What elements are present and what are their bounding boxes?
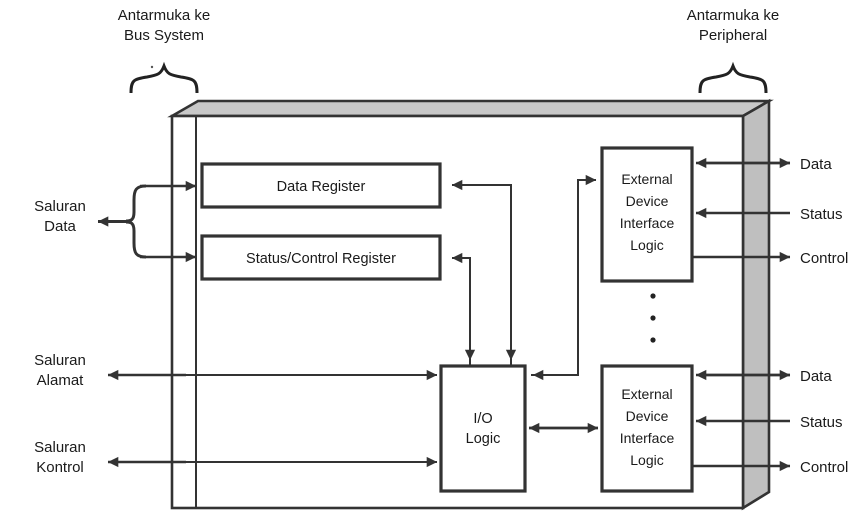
header-peripheral-line2: Peripheral	[699, 27, 767, 44]
edil-bottom-label-line4: Logic	[630, 452, 663, 468]
peripheral-bottom-label-control: Control	[800, 459, 848, 476]
bus-label-control-line2: Kontrol	[36, 459, 84, 476]
status-control-register-box[interactable]	[200, 234, 442, 281]
io-logic-label-line2: Logic	[466, 431, 501, 447]
bus-label-control-line1: Saluran	[34, 439, 86, 456]
bus-label-data-line1: Saluran	[34, 198, 86, 215]
peripheral-brace	[698, 61, 768, 94]
header-bus-system-line2: Bus System	[124, 27, 204, 44]
bus-label-address-line2: Alamat	[37, 372, 85, 389]
edil-top-label-line4: Logic	[630, 237, 663, 253]
data-register-label: Data Register	[277, 179, 366, 195]
edil-bottom-label-line1: External	[621, 386, 672, 402]
peripheral-bottom-label-status: Status	[800, 414, 843, 431]
edil-top-label-line2: Device	[626, 193, 669, 209]
edil-bottom-label-line2: Device	[626, 408, 669, 424]
ellipsis-dots	[650, 293, 656, 343]
header-peripheral-line1: Antarmuka ke	[687, 7, 780, 24]
peripheral-bottom-label-data: Data	[800, 368, 832, 385]
data-register-box[interactable]	[200, 162, 442, 209]
peripheral-top-label-status: Status	[800, 206, 843, 223]
enclosure-top-face	[167, 99, 774, 118]
external-device-interface-logic-top-box[interactable]	[600, 146, 694, 283]
status-control-register-label: Status/Control Register	[246, 251, 396, 267]
bus-label-data-line2: Data	[44, 218, 76, 235]
io-logic-label-line1: I/O	[473, 411, 492, 427]
bus-system-brace	[129, 61, 199, 94]
peripheral-top-label-control: Control	[800, 250, 848, 267]
io-logic-box[interactable]	[439, 364, 527, 493]
external-device-interface-logic-bottom-box[interactable]	[600, 364, 694, 493]
edil-bottom-label-line3: Interface	[620, 430, 675, 446]
header-bus-system-line1: Antarmuka ke	[118, 7, 211, 24]
edil-top-label-line1: External	[621, 171, 672, 187]
edil-top-label-line3: Interface	[620, 215, 675, 231]
peripheral-top-label-data: Data	[800, 156, 832, 173]
data-bus-fork	[125, 184, 147, 259]
brace-tick-dot	[150, 65, 154, 69]
bus-label-address-line1: Saluran	[34, 352, 86, 369]
